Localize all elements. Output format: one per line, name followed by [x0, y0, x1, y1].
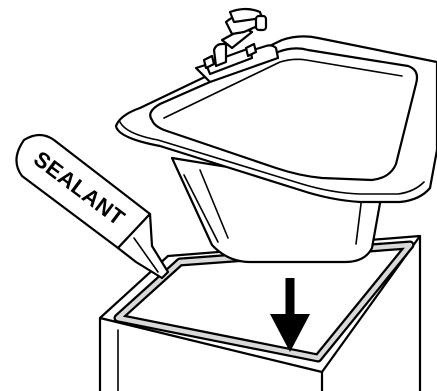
sink-basin [116, 36, 437, 262]
sealant-tube: SEALANT [16, 135, 168, 278]
